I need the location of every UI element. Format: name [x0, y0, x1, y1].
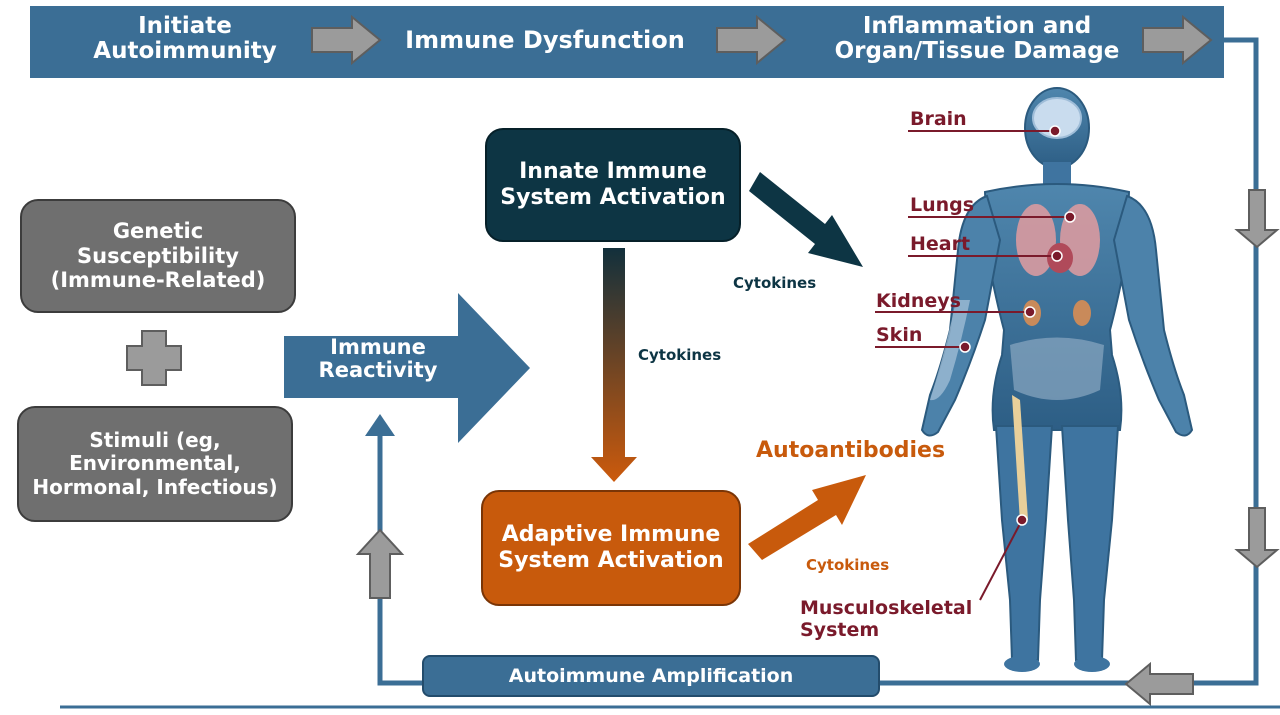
adaptive-to-autoantibodies-arrow [748, 475, 866, 560]
autoimmune-amplification-box: Autoimmune Amplification [422, 655, 880, 697]
organ-label-brain: Brain [910, 108, 967, 130]
up-arrow-left [355, 528, 405, 599]
feedback-loop-arrowhead [365, 414, 395, 436]
banner-arrow-3 [1142, 14, 1213, 66]
organ-label-musculoskeletal: Musculoskeletal System [800, 597, 973, 641]
cytokines-adaptive-label: Cytokines [806, 556, 890, 574]
top-banner [30, 6, 1224, 78]
organ-label-kidneys: Kidneys [876, 290, 961, 312]
down-arrow-2 [1234, 507, 1280, 569]
innate-activation-box: Innate Immune System Activation [485, 128, 741, 242]
banner-arrow-1 [311, 14, 382, 66]
organ-dots [959, 125, 1076, 526]
feedback-loop-line-right [880, 37, 1259, 686]
header-step-initiate: Initiate Autoimmunity [93, 13, 277, 64]
left-arrow-bottom [1124, 661, 1194, 707]
immune-reactivity-arrow [284, 293, 530, 443]
genetic-susceptibility-box: Genetic Susceptibility (Immune-Related) [20, 199, 296, 313]
organ-leader-lines [875, 130, 1070, 601]
cytokines-innate-label: Cytokines [733, 274, 817, 292]
autoantibodies-label: Autoantibodies [756, 438, 946, 463]
innate-to-body-arrow [749, 172, 863, 267]
immune-reactivity-label: Immune Reactivity [318, 335, 438, 382]
plus-icon [126, 330, 182, 386]
organ-label-heart: Heart [910, 233, 971, 255]
organ-label-lungs: Lungs [910, 194, 975, 216]
down-arrow-1 [1234, 189, 1280, 249]
feedback-loop-line-left [377, 430, 422, 686]
cytokines-vertical-arrow [591, 248, 637, 482]
stimuli-box: Stimuli (eg, Environmental, Hormonal, In… [17, 406, 293, 522]
adaptive-activation-box: Adaptive Immune System Activation [481, 490, 741, 606]
organ-label-skin: Skin [876, 324, 923, 346]
header-step-dysfunction: Immune Dysfunction [405, 26, 685, 54]
human-body-figure [920, 87, 1194, 672]
banner-arrow-2 [716, 14, 787, 66]
cytokines-vertical-label: Cytokines [638, 346, 722, 364]
header-step-inflammation: Inflammation and Organ/Tissue Damage [834, 13, 1120, 64]
